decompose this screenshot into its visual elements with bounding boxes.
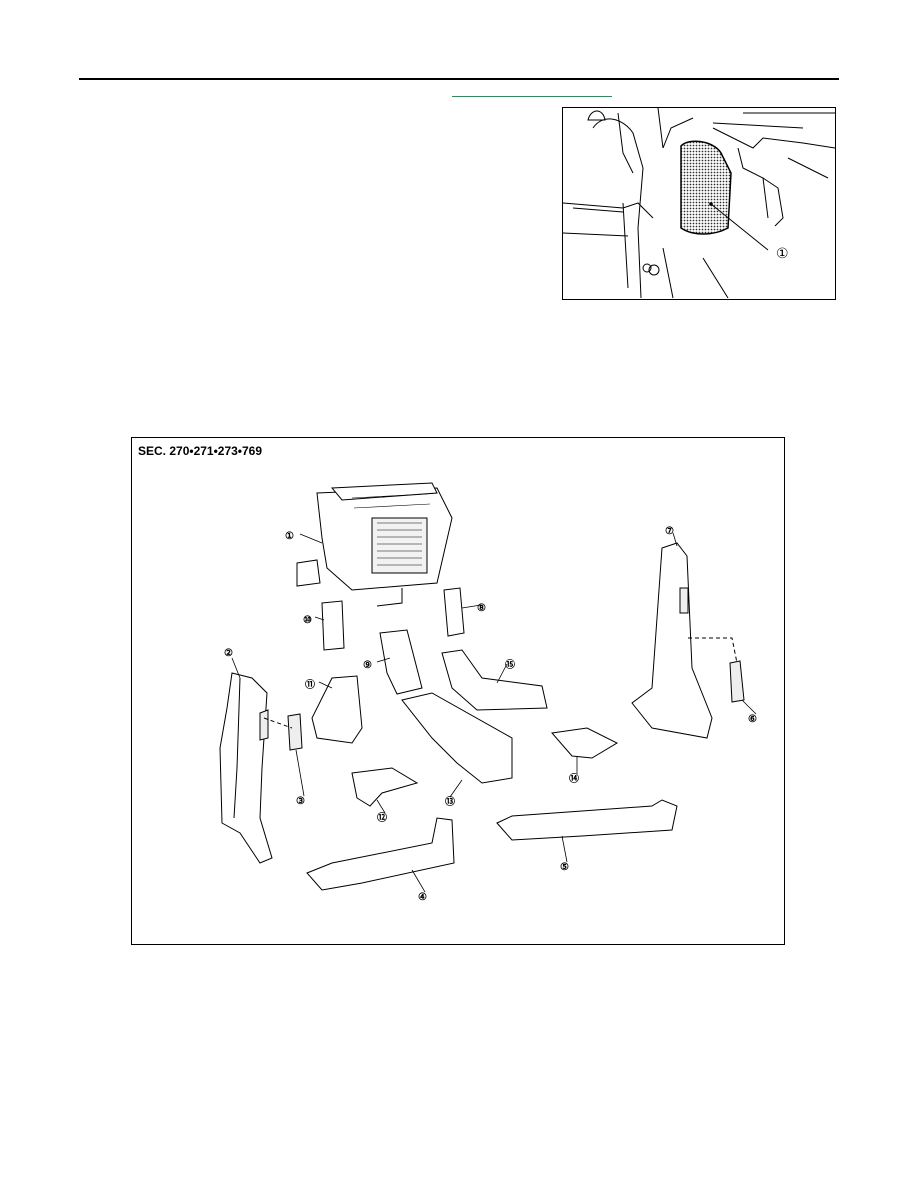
figure-top-drawing: ① bbox=[563, 108, 835, 299]
callout-15: ⑮ bbox=[505, 658, 515, 671]
part-8-duct bbox=[443, 587, 465, 637]
figure-main-drawing: ① ② ③ ④ ⑤ ⑥ ⑦ ⑧ ⑨ ⑩ ⑪ ⑫ ⑬ ⑭ ⑮ bbox=[219, 482, 757, 903]
part-6-grille bbox=[729, 660, 745, 703]
part-10-duct bbox=[321, 600, 345, 651]
callout-7: ⑦ bbox=[665, 526, 674, 537]
callout-14: ⑭ bbox=[569, 772, 579, 785]
part-5-floor-duct bbox=[496, 799, 678, 841]
header-link[interactable] bbox=[452, 96, 612, 97]
part-2-pillar-trim bbox=[219, 672, 273, 864]
part-12-duct bbox=[351, 767, 419, 807]
figure-main-exploded-view: SEC. 270•271•273•769 bbox=[131, 437, 785, 945]
part-15-duct bbox=[441, 649, 548, 711]
callout-1-top: ① bbox=[776, 246, 789, 262]
callout-2: ② bbox=[224, 648, 233, 659]
callout-4: ④ bbox=[418, 892, 427, 903]
callout-9: ⑨ bbox=[363, 660, 372, 671]
part-13-duct bbox=[401, 692, 513, 784]
callout-6: ⑥ bbox=[748, 714, 757, 725]
part-9-duct bbox=[379, 629, 423, 695]
part-1-heater-unit bbox=[296, 482, 453, 607]
callout-11: ⑪ bbox=[305, 678, 315, 691]
callout-12: ⑫ bbox=[377, 811, 387, 824]
callout-5: ⑤ bbox=[560, 862, 569, 873]
header-rule bbox=[79, 78, 839, 80]
part-14-duct bbox=[551, 727, 619, 759]
callout-10: ⑩ bbox=[303, 615, 312, 626]
callout-8: ⑧ bbox=[477, 603, 486, 614]
part-11-duct bbox=[311, 675, 363, 744]
section-label: SEC. 270•271•273•769 bbox=[138, 444, 263, 458]
part-7-pillar-trim bbox=[631, 542, 713, 739]
callout-3: ③ bbox=[296, 796, 305, 807]
part-3-grille bbox=[287, 713, 303, 751]
callout-13: ⑬ bbox=[445, 795, 455, 808]
part-4-floor-duct bbox=[306, 817, 455, 891]
callout-1: ① bbox=[285, 531, 294, 542]
figure-top-illustration: ① bbox=[562, 107, 836, 300]
